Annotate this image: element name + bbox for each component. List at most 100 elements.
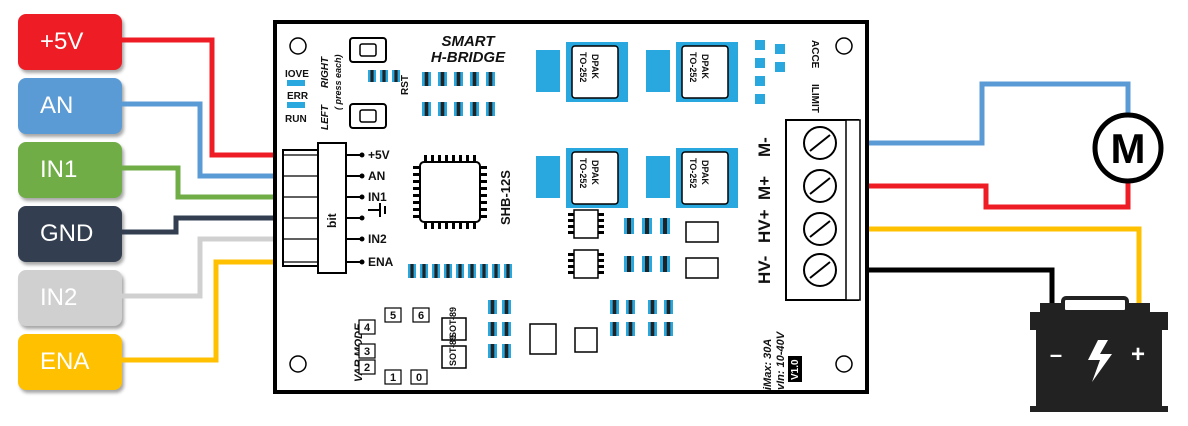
run-label: RUN [285,114,307,125]
signal-tag-an: AN [18,78,122,134]
pin-label: ENA [368,255,394,269]
signal-tag-label: GND [40,220,94,247]
board-title-line2: H-BRIDGE [431,49,506,66]
mode-digit: 4 [364,322,371,334]
mode-digit: 3 [364,346,370,358]
mode-pad [384,369,402,385]
connector-label: bit [325,213,339,228]
sot89-part [441,345,467,369]
pin-dot [359,215,365,221]
battery-icon: – + [1030,296,1168,412]
mode-pad [358,359,376,375]
mode-pad [358,343,376,359]
err-label: ERR [287,91,309,102]
motor-symbol: M [1092,112,1164,184]
mounting-hole [289,355,307,373]
rst-label: RST [400,75,411,95]
signal-tag-5v: +5V [18,14,122,70]
wires [122,37,1142,363]
terminal-label: HV- [755,256,774,284]
screw-terminal [785,119,861,301]
mounting-hole [835,355,853,373]
wire-hv-plus [858,226,1142,310]
wire-hv-minus [858,267,1055,310]
sot89-label: SOT-89 [448,307,458,338]
dpak-sub-label: TO-252 [578,52,588,82]
dpak-label: DPAK [590,54,600,79]
led-err [287,102,305,108]
dpak-body [681,45,729,99]
sot89-part [441,317,467,341]
signal-tag-ena: ENA [18,334,122,390]
mode-pads: 1 2 3 4 5 6 0 [358,307,430,385]
terminal-label: HV+ [755,209,774,243]
press-label: ( press each) [333,54,343,110]
version-badge [788,356,802,382]
wire-ena [122,259,283,363]
led-iove [287,80,305,86]
wire-motor-plus [858,181,1131,210]
dpak-label: DPAK [700,54,710,79]
pcb-board: SMART H-BRIDGE RIGHT ( press each) LEFT … [273,20,869,394]
left-label: LEFT [320,104,331,130]
dpak-sub-label: TO-252 [688,52,698,82]
version-label: V1.0 [790,359,801,380]
mode-digit: 0 [416,372,422,384]
mode-pad [384,307,402,323]
mounting-hole [289,37,307,55]
wire-5v [122,37,283,158]
signal-tag-label: +5V [40,28,84,55]
signal-tag-in1: IN1 [18,142,122,198]
rst-button [350,71,386,95]
terminal-label: M+ [755,176,774,200]
mcu-chip [413,155,487,229]
pin-header: bit [282,142,347,274]
signal-tag-label: IN2 [40,284,78,311]
signal-tag-in2: IN2 [18,270,122,326]
ilimit-label: ILIMIT [809,84,820,113]
dpak-pad [536,50,560,92]
left-button [349,103,387,129]
pin-dot [359,194,365,200]
wire-in1 [122,165,283,200]
mode-digit: 1 [390,372,396,384]
wire-motor-minus [858,81,1131,146]
dpak-sub-label: TO-252 [578,158,588,188]
lightning-icon [1088,340,1112,382]
chip-label: SHB-12S [498,170,513,225]
mounting-hole [835,37,853,55]
terminal-labels: M- M+ HV+ HV- [755,137,774,284]
dpak-pad [536,156,560,198]
mode-digit: 5 [390,310,396,322]
dpak-label: DPAK [700,160,710,185]
right-button [349,37,387,63]
dpak-body [681,151,729,205]
board-title-line1: SMART [441,33,496,50]
wire-in2 [122,236,283,299]
wire-gnd [122,215,283,235]
mode-digit: 6 [418,310,424,322]
dpak-body [571,151,619,205]
mode-pad [412,307,430,323]
signal-tag-gnd: GND [18,206,122,262]
signal-tag-label: AN [40,92,74,119]
pin-dot [359,152,365,158]
dpak-pad [646,50,670,92]
ground-symbol [368,203,386,217]
signal-tag-label: IN1 [40,156,78,183]
pin-dot [359,259,365,265]
pin-dot [359,236,365,242]
dpak-pad [646,156,670,198]
acce-label: ACCE [809,40,820,69]
right-label: RIGHT [320,56,331,88]
pin-label: IN1 [368,190,387,204]
pin-label: AN [368,169,385,183]
mode-digit: 2 [364,362,370,374]
terminal-label: M- [755,137,774,157]
motor-label: M [1111,125,1146,172]
dpak-sub-label: TO-252 [688,158,698,188]
spec-line2: vIn: 10-40V [775,330,787,390]
